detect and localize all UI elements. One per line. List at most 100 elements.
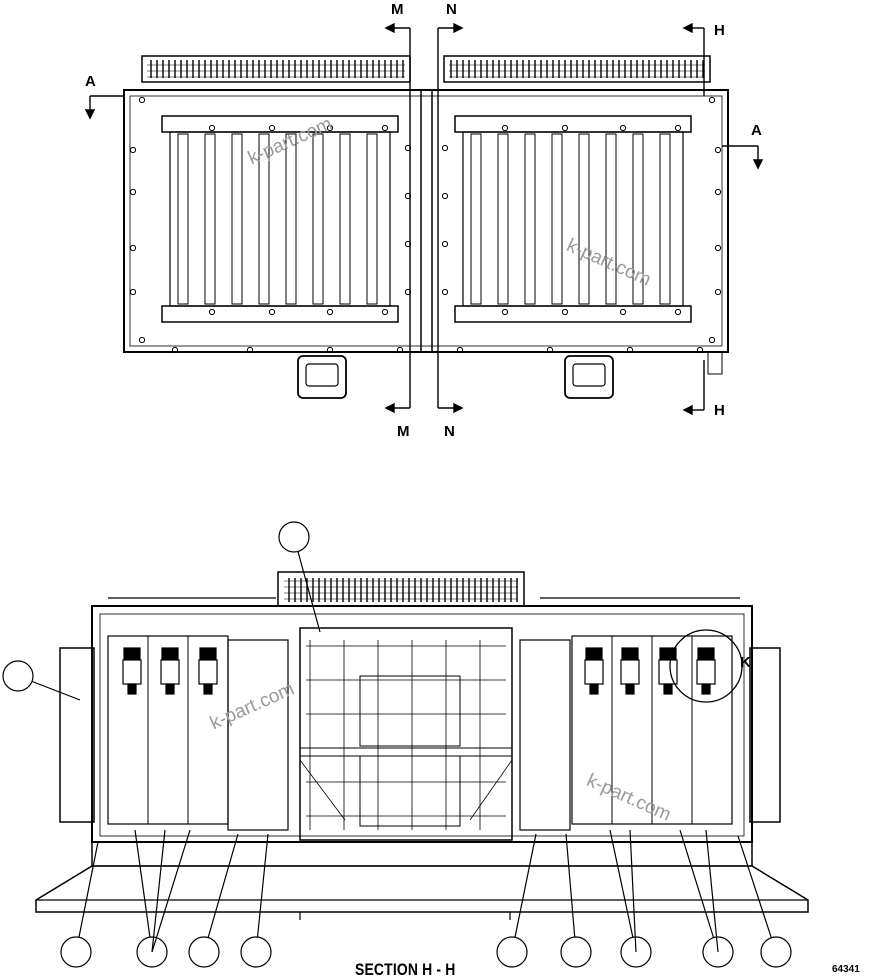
- callout-leader: [705, 829, 719, 953]
- section-label-H-top: H: [714, 22, 725, 39]
- radiator-fin: [366, 133, 378, 305]
- callout-leader: [75, 841, 99, 953]
- section-label-M-bottom: M: [397, 423, 410, 440]
- brace: [299, 759, 346, 821]
- bolt: [714, 244, 722, 252]
- radiator-fin: [497, 133, 509, 305]
- capacitor-body: [122, 659, 142, 685]
- bolt: [326, 124, 334, 132]
- radiator-fin: [258, 133, 270, 305]
- housing-outline: [123, 89, 729, 353]
- radiator-fin: [551, 133, 563, 305]
- radiator-fin: [605, 133, 617, 305]
- bolt: [619, 124, 627, 132]
- capacitor-terminal: [589, 683, 599, 695]
- capacitor-cap: [697, 647, 715, 661]
- capacitor-terminal: [203, 683, 213, 695]
- bolt: [171, 346, 179, 354]
- bolt: [246, 346, 254, 354]
- detail-circle-K: [669, 629, 743, 703]
- bolt: [714, 146, 722, 154]
- capacitor-cap: [161, 647, 179, 661]
- bolt: [381, 308, 389, 316]
- capacitor-cap: [621, 647, 639, 661]
- radiator-fin: [204, 133, 216, 305]
- bolt: [268, 308, 276, 316]
- bolt: [546, 346, 554, 354]
- radiator-fin: [632, 133, 644, 305]
- callout-leader: [511, 833, 537, 953]
- bolt: [441, 144, 449, 152]
- section-label-A-right: A: [751, 122, 762, 139]
- bolt: [561, 124, 569, 132]
- bolt: [708, 336, 716, 344]
- connector-box-right: [564, 355, 614, 399]
- callout-leader: [609, 829, 637, 953]
- radiator-fin: [659, 133, 671, 305]
- callout-balloon: [760, 936, 792, 968]
- bolt: [326, 346, 334, 354]
- radiator-fin: [339, 133, 351, 305]
- radiator-fin: [312, 133, 324, 305]
- section-line-M: [384, 22, 411, 414]
- radiator-fin: [231, 133, 243, 305]
- bolt: [441, 192, 449, 200]
- bolt: [708, 96, 716, 104]
- bolt: [208, 308, 216, 316]
- capacitor-body: [160, 659, 180, 685]
- radiator-fin: [177, 133, 189, 305]
- bolt: [129, 244, 137, 252]
- capacitor-body: [620, 659, 640, 685]
- callout-leader: [737, 835, 777, 953]
- bolt: [501, 124, 509, 132]
- capacitor-cap: [199, 647, 217, 661]
- callout-leader: [679, 829, 719, 953]
- connector-box-left: [297, 355, 347, 399]
- bolt: [208, 124, 216, 132]
- capacitor-terminal: [127, 683, 137, 695]
- callout-balloon: [240, 936, 272, 968]
- figure-number: 64341: [832, 964, 860, 975]
- base-skid: [35, 865, 809, 913]
- brace: [469, 759, 513, 821]
- capacitor-terminal: [625, 683, 635, 695]
- section-label-H-bottom: H: [714, 402, 725, 419]
- bolt: [501, 308, 509, 316]
- callout-leader: [629, 829, 637, 953]
- callout-balloon: [2, 660, 34, 692]
- detail-label-K: K: [740, 654, 751, 671]
- section-line-N: [437, 22, 464, 414]
- callout-leader: [293, 536, 321, 633]
- callout-leader: [565, 833, 577, 953]
- callout-balloon: [560, 936, 592, 968]
- callout-leader: [151, 829, 191, 953]
- section-label-M-top: M: [391, 1, 404, 18]
- callout-balloon: [496, 936, 528, 968]
- bolt: [396, 346, 404, 354]
- bolt: [674, 308, 682, 316]
- bolt: [714, 288, 722, 296]
- bolt: [456, 346, 464, 354]
- capacitor-terminal: [701, 683, 711, 695]
- callout-balloon: [60, 936, 92, 968]
- bolt: [441, 240, 449, 248]
- bolt: [268, 124, 276, 132]
- bolt: [696, 346, 704, 354]
- section-view: [2, 521, 809, 968]
- callout-leader: [134, 829, 153, 953]
- capacitor-cap: [585, 647, 603, 661]
- capacitor-body: [198, 659, 218, 685]
- radiator-left: [161, 115, 399, 323]
- bolt: [381, 124, 389, 132]
- callout-leader: [255, 833, 269, 953]
- radiator-fin: [285, 133, 297, 305]
- bolt: [129, 288, 137, 296]
- cabinet-outline: [91, 605, 753, 843]
- radiator-right: [454, 115, 692, 323]
- section-label-N-top: N: [446, 1, 457, 18]
- section-label-N-bottom: N: [444, 423, 455, 440]
- radiator-fin: [578, 133, 590, 305]
- top-grille-right: [443, 55, 711, 83]
- capacitor-cap: [123, 647, 141, 661]
- section-line-H: [682, 22, 705, 416]
